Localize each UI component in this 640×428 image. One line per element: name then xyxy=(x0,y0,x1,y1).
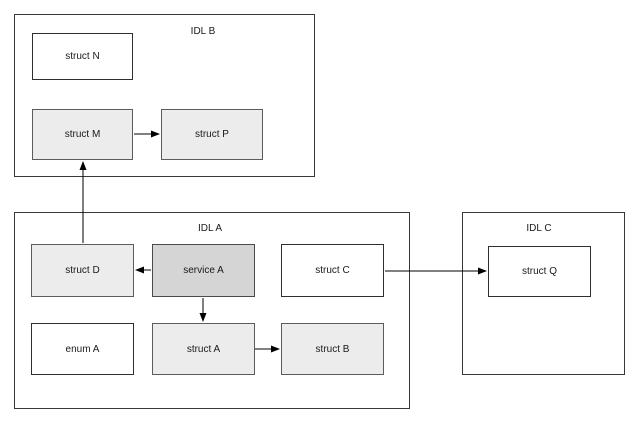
container-label-idl-c: IDL C xyxy=(526,223,552,234)
node-label: struct C xyxy=(315,265,350,276)
node-struct-q: struct Q xyxy=(488,246,591,297)
node-label: enum A xyxy=(65,343,100,355)
node-label: struct Q xyxy=(521,266,557,277)
node-label: struct P xyxy=(195,129,229,140)
node-struct-m: struct M xyxy=(32,109,133,160)
node-struct-p: struct P xyxy=(161,109,263,160)
node-struct-b: struct B xyxy=(281,323,384,375)
node-label: struct N xyxy=(65,51,100,62)
node-struct-c: struct C xyxy=(281,244,384,297)
node-enum-a: enum A xyxy=(31,323,134,375)
node-label: struct B xyxy=(315,343,350,355)
node-struct-a: struct A xyxy=(152,323,255,375)
container-label-idl-a: IDL A xyxy=(197,223,223,234)
node-service-a: service A xyxy=(152,244,255,297)
node-label: struct A xyxy=(186,343,221,355)
container-idl-a xyxy=(14,212,410,409)
node-struct-n: struct N xyxy=(32,33,133,80)
node-label: service A xyxy=(183,265,224,276)
node-struct-d: struct D xyxy=(31,244,134,297)
node-label: struct D xyxy=(65,265,100,276)
container-label-idl-b: IDL B xyxy=(190,26,216,37)
node-label: struct M xyxy=(64,129,101,140)
